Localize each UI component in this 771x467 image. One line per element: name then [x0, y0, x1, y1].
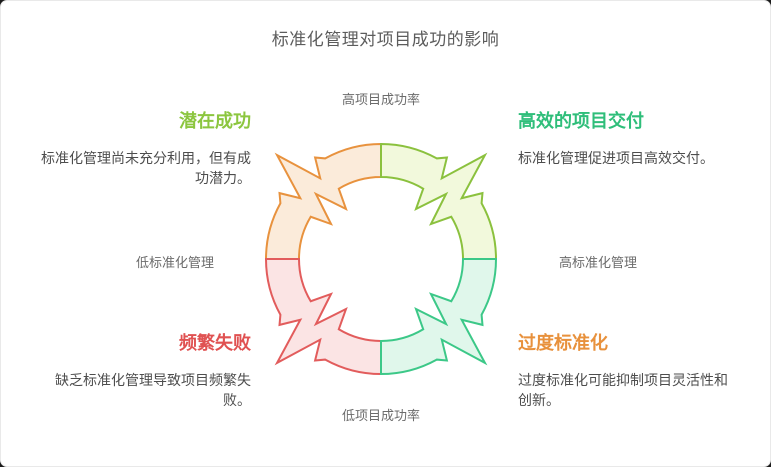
quadrant-heading: 潜在成功: [179, 111, 251, 131]
axis-label-top: 高项目成功率: [341, 92, 420, 107]
axis-label-right: 高标准化管理: [558, 255, 637, 270]
axis-label-left: 低标准化管理: [135, 255, 214, 270]
quadrant-bottom-right: 过度标准化 过度标准化可能抑制项目灵活性和创新。: [518, 332, 733, 410]
quadrant-description: 标准化管理促进项目高效交付。: [518, 149, 714, 166]
quadrant-heading: 过度标准化: [518, 333, 608, 353]
cycle-segment-top-right-arrow: [380, 142, 498, 260]
cycle-segment-top-left-arrow: [264, 142, 382, 260]
cycle-arrows-diagram: [264, 142, 498, 376]
axis-label-bottom: 低项目成功率: [341, 408, 420, 423]
quadrant-heading: 高效的项目交付: [518, 111, 644, 131]
quadrant-top-right: 高效的项目交付 标准化管理促进项目高效交付。: [518, 110, 733, 168]
cycle-segment-bottom-left-arrow: [264, 258, 382, 376]
quadrant-top-left: 潜在成功 标准化管理尚未充分利用，但有成功潜力。: [39, 110, 251, 188]
quadrant-description: 过度标准化可能抑制项目灵活性和创新。: [518, 371, 728, 408]
quadrant-heading: 频繁失败: [179, 333, 251, 353]
cycle-segment-bottom-right-arrow: [380, 258, 498, 376]
page-title: 标准化管理对项目成功的影响: [271, 30, 500, 49]
quadrant-description: 缺乏标准化管理导致项目频繁失败。: [55, 371, 251, 408]
quadrant-bottom-left: 频繁失败 缺乏标准化管理导致项目频繁失败。: [39, 332, 251, 410]
quadrant-description: 标准化管理尚未充分利用，但有成功潜力。: [41, 149, 251, 186]
